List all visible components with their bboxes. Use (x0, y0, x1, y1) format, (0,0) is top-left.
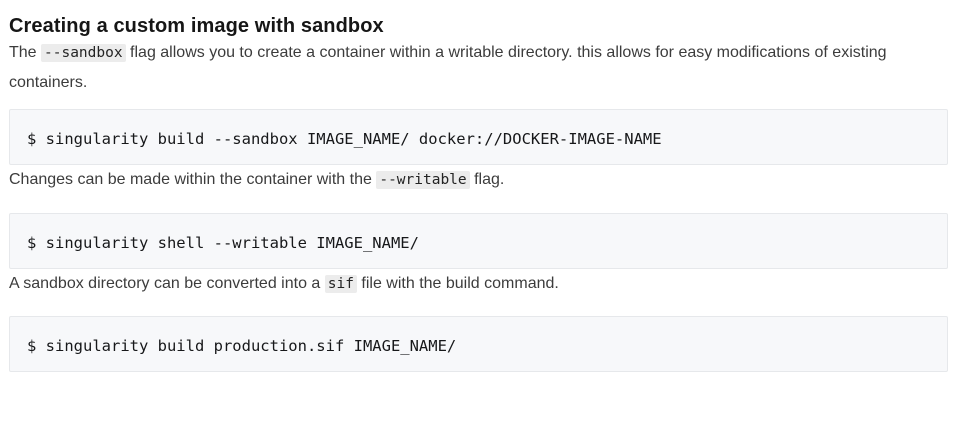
intro-paragraph: The --sandbox flag allows you to create … (9, 38, 948, 98)
code-text: $ singularity shell --writable IMAGE_NAM… (27, 234, 419, 252)
paragraph-text: flag allows you to create a container wi… (9, 44, 887, 91)
inline-code-sandbox-flag: --sandbox (41, 44, 126, 62)
paragraph-text: The (9, 44, 42, 61)
code-text: $ singularity build production.sif IMAGE… (27, 337, 457, 355)
code-block-shell-writable: $ singularity shell --writable IMAGE_NAM… (9, 213, 948, 269)
code-block-build-sif: $ singularity build production.sif IMAGE… (9, 316, 948, 372)
code-text: $ singularity build --sandbox IMAGE_NAME… (27, 130, 662, 148)
doc-content: Creating a custom image with sandbox The… (9, 15, 948, 372)
paragraph-text: A sandbox directory can be converted int… (9, 275, 325, 292)
writable-paragraph: Changes can be made within the container… (9, 165, 948, 195)
paragraph-text: Changes can be made within the container… (9, 171, 377, 188)
code-block-build-sandbox: $ singularity build --sandbox IMAGE_NAME… (9, 109, 948, 165)
convert-paragraph: A sandbox directory can be converted int… (9, 269, 948, 299)
inline-code-writable-flag: --writable (376, 171, 470, 189)
paragraph-text: flag. (469, 171, 505, 188)
paragraph-text: file with the build command. (356, 275, 559, 292)
inline-code-sif: sif (324, 275, 357, 293)
page-title: Creating a custom image with sandbox (9, 15, 384, 37)
